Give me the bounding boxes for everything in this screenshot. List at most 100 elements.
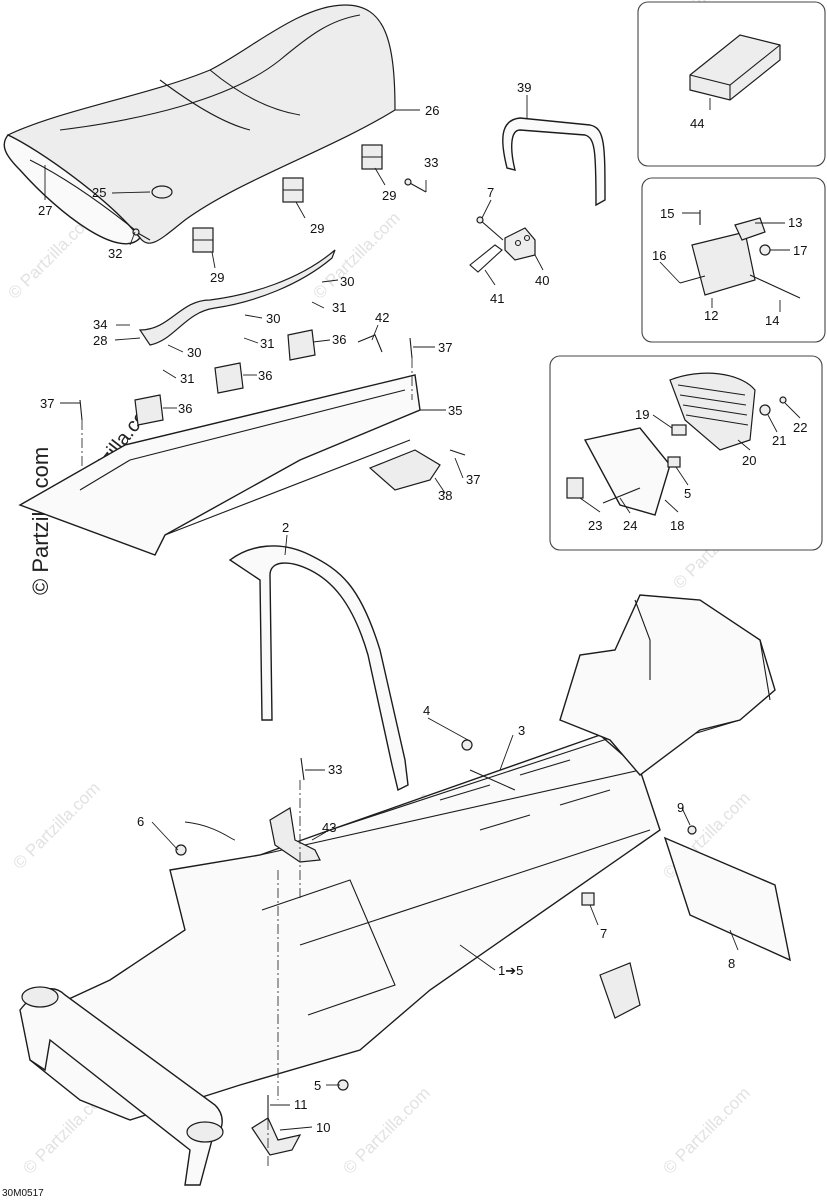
callout-1-to-5: 1➔5 [498,963,523,978]
chassis-1 [29,734,661,1121]
bracket-10 [251,1117,302,1156]
callout-25: 25 [92,185,106,200]
corner-bracket [599,962,641,1019]
nut-17 [759,244,771,256]
hinge-29a [192,227,214,253]
nut-5a [667,456,681,468]
callout-14: 14 [765,313,779,328]
callout-33: 33 [328,762,342,777]
callout-26: 26 [425,103,439,118]
screw-7a [476,216,484,224]
callout-35: 35 [448,403,462,418]
hinge-29c [361,144,383,170]
watermark: © Partzilla.com [659,1083,753,1177]
callout-5: 5 [684,486,691,501]
callout-7: 7 [487,185,494,200]
screw-16 [679,275,706,284]
bolt-3 [469,769,516,791]
handlebar-2 [228,545,409,792]
rear-rack [559,594,776,776]
pad-44 [689,34,781,101]
block-23 [566,477,584,499]
callout-3: 3 [518,723,525,738]
callout-19: 19 [635,407,649,422]
watermark-vertical: © Partzilla.com [28,447,53,595]
callout-16: 16 [652,248,666,263]
clip-36a [134,394,164,426]
rivet-6 [175,844,187,856]
callout-33: 33 [424,155,438,170]
bracket-12 [691,231,756,296]
callout-21: 21 [772,433,786,448]
taillight-20 [669,372,756,451]
callout-30: 30 [187,345,201,360]
callout-27: 27 [38,203,52,218]
callout-39: 39 [517,80,531,95]
snow-flap-8 [663,836,791,962]
rod-42 [357,334,383,353]
callout-34: 34 [93,317,107,332]
callout-37: 37 [438,340,452,355]
rivet-9 [687,825,697,835]
screw-33b [300,757,305,781]
handle-39 [502,117,606,207]
bracket-43 [269,807,321,863]
bumper-7b [581,892,595,906]
callout-43: 43 [322,820,336,835]
callout-22: 22 [793,420,807,435]
clip-36c [287,329,316,361]
watermark: © Partzilla.com [339,1083,433,1177]
callout-labels: 26 27 25 32 29 29 29 33 39 7 40 41 44 15… [38,80,807,1135]
callout-12: 12 [704,308,718,323]
callout-10: 10 [316,1120,330,1135]
diagram-code: 30M0517 [2,1188,44,1199]
clip-41 [469,244,503,273]
callout-5: 5 [314,1078,321,1093]
seat-latch-knob [151,185,173,199]
bolt-14 [749,274,801,299]
callout-4: 4 [423,703,430,718]
callout-42: 42 [375,310,389,325]
callout-29: 29 [382,188,396,203]
housing-18 [583,427,671,516]
clip-13 [734,217,766,241]
callout-20: 20 [742,453,756,468]
callout-32: 32 [108,246,122,261]
callout-9: 9 [677,800,684,815]
screw-37b [409,337,413,359]
screw-22 [779,396,787,404]
callout-29: 29 [210,270,224,285]
bolt-24 [602,487,641,504]
callout-44: 44 [690,116,704,131]
callout-38: 38 [438,488,452,503]
callout-37: 37 [466,472,480,487]
hinge-29b [282,177,304,203]
callout-31: 31 [332,300,346,315]
callout-24: 24 [623,518,637,533]
bulb-19 [671,424,687,436]
clip-36b [214,362,244,394]
callout-41: 41 [490,291,504,306]
callout-18: 18 [670,518,684,533]
callout-23: 23 [588,518,602,533]
callout-29: 29 [310,221,324,236]
callout-36: 36 [258,368,272,383]
callout-31: 31 [180,371,194,386]
cargo-tray-35 [18,374,421,556]
screw-37a [79,399,83,421]
callout-30: 30 [266,311,280,326]
bracket-rail-28 [138,249,336,346]
screw-37c [449,449,466,456]
callout-28: 28 [93,333,107,348]
seat [3,4,396,245]
callout-11: 11 [294,1097,308,1112]
callout-13: 13 [788,215,802,230]
callout-37: 37 [40,396,54,411]
leader-lines [44,95,801,1131]
callout-31: 31 [260,336,274,351]
callout-15: 15 [660,206,674,221]
callout-30: 30 [340,274,354,289]
callout-40: 40 [535,273,549,288]
washer-4 [461,739,473,751]
